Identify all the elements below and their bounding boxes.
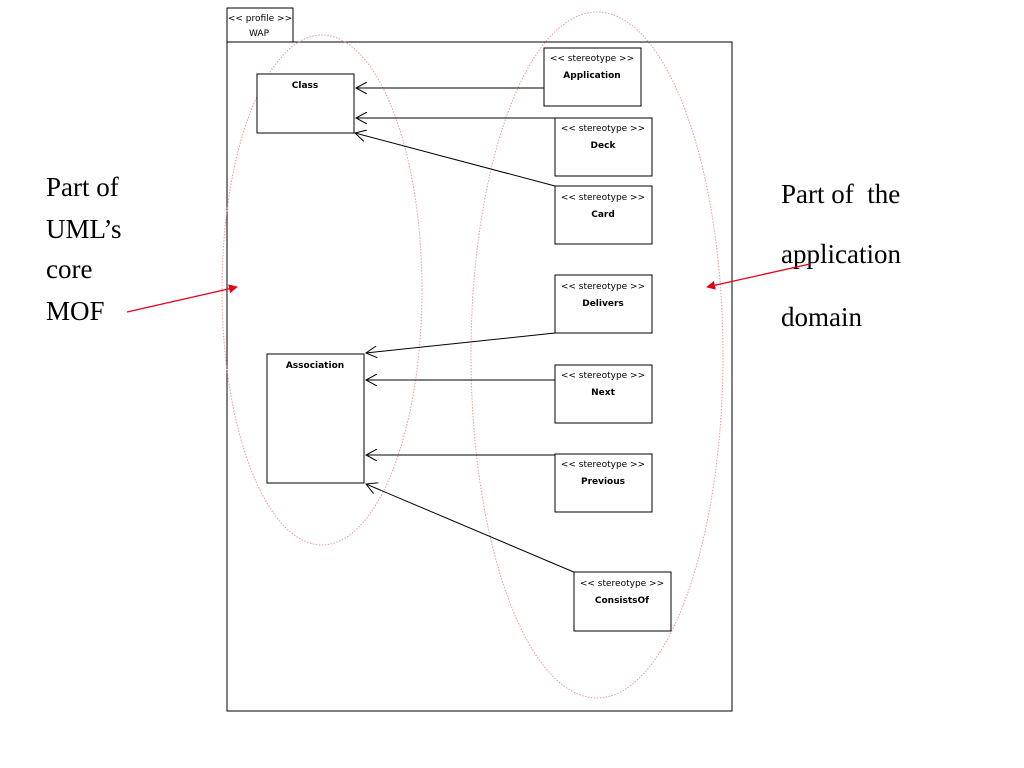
- stereotype-previous: << stereotype >> Previous: [554, 453, 653, 513]
- stereotype-delivers: << stereotype >> Delivers: [554, 274, 653, 334]
- extension-arrows: [355, 88, 577, 574]
- stereotype-name: Delivers: [582, 299, 624, 309]
- annotation-line: core: [46, 254, 92, 284]
- stereotype-keyword: << stereotype >>: [561, 124, 645, 134]
- stereotype-keyword: << stereotype >>: [550, 54, 634, 64]
- core-mof-annotation: Part of UML’s core MOF: [46, 172, 238, 326]
- class-metaclass-box: Class: [256, 73, 355, 134]
- stereotype-keyword: << stereotype >>: [561, 460, 645, 470]
- class-metaclass-label: Class: [292, 81, 318, 91]
- association-metaclass-box: Association: [266, 353, 365, 484]
- stereotype-name: ConsistsOf: [595, 596, 649, 606]
- annotation-line: Part of the: [781, 179, 900, 209]
- annotation-line: domain: [781, 302, 862, 332]
- annotation-arrow-left: [126, 284, 238, 313]
- extension-arrow-consistsof: [366, 484, 577, 574]
- stereotype-next: << stereotype >> Next: [554, 364, 653, 424]
- extension-arrow-delivers: [366, 332, 556, 353]
- application-domain-region: [470, 11, 724, 699]
- stereotype-keyword: << stereotype >>: [561, 282, 645, 292]
- annotation-line: Part of: [46, 172, 119, 202]
- stereotype-keyword: << stereotype >>: [561, 371, 645, 381]
- stereotype-name: Next: [591, 388, 615, 398]
- stereotype-deck: << stereotype >> Deck: [554, 117, 653, 177]
- profile-package: << profile >> WAP: [226, 7, 733, 712]
- annotation-line: application: [781, 239, 901, 269]
- stereotype-name: Previous: [581, 477, 625, 487]
- stereotype-keyword: << stereotype >>: [561, 193, 645, 203]
- package-body: [226, 41, 733, 712]
- stereotype-name: Card: [591, 210, 615, 220]
- association-metaclass-label: Association: [286, 361, 344, 371]
- application-domain-annotation: Part of the application domain: [706, 179, 901, 332]
- stereotype-name: Application: [563, 71, 620, 81]
- annotation-arrow-right: [706, 263, 811, 290]
- package-tab: [226, 7, 294, 43]
- stereotype-consistsof: << stereotype >> ConsistsOf: [573, 571, 672, 632]
- package-tab-keyword: << profile >>: [228, 14, 292, 24]
- annotation-line: MOF: [46, 296, 105, 326]
- annotation-line: UML’s: [46, 214, 122, 244]
- stereotype-name: Deck: [591, 141, 617, 151]
- package-tab-name: WAP: [249, 29, 270, 39]
- extension-arrow-card: [355, 133, 556, 187]
- stereotype-application: << stereotype >> Application: [543, 47, 642, 107]
- core-mof-region: [221, 34, 423, 546]
- stereotype-keyword: << stereotype >>: [580, 579, 664, 589]
- stereotype-card: << stereotype >> Card: [554, 185, 653, 245]
